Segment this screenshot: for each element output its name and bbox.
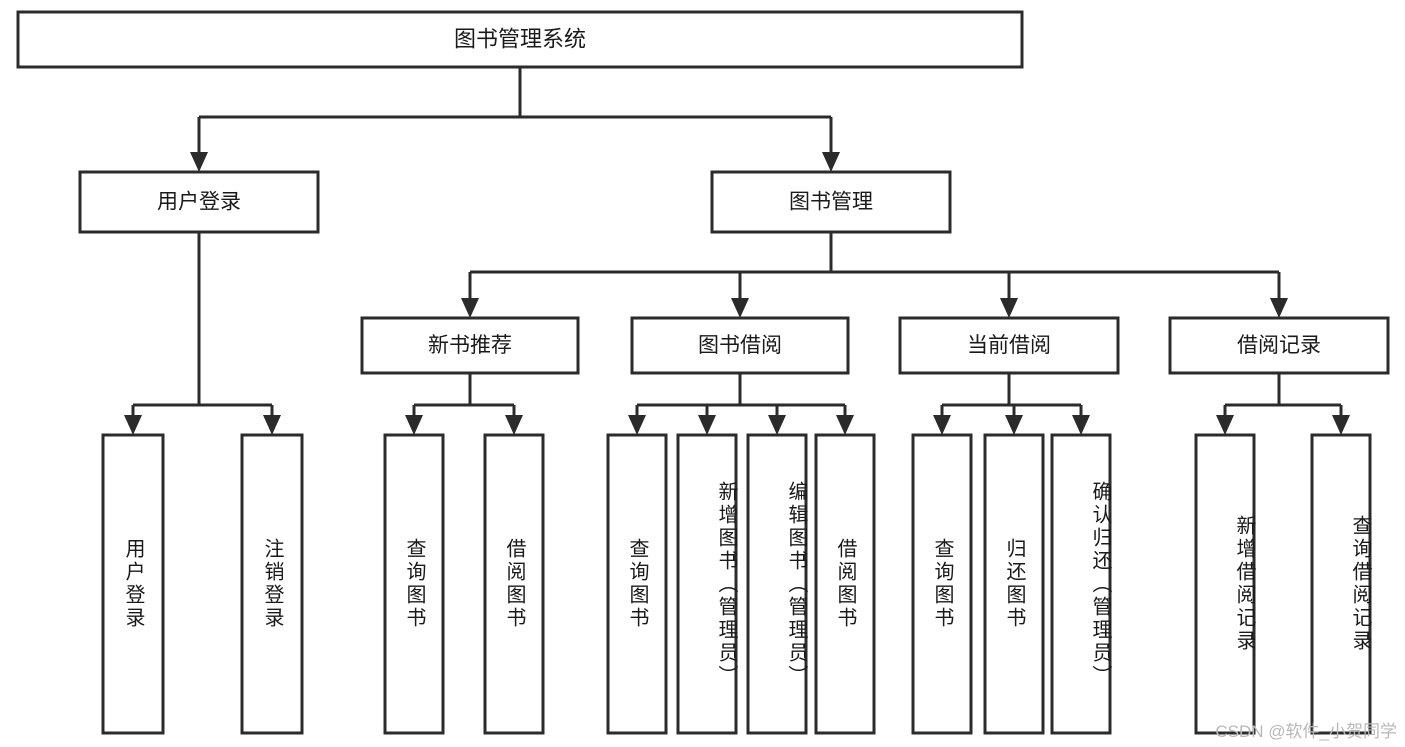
node-leaf-10[interactable] [1050, 433, 1112, 735]
leaf-branch-head [933, 415, 951, 435]
leaf-branch-head [263, 415, 281, 435]
node-label: 图书借阅 [698, 334, 782, 357]
node-rect [360, 316, 580, 375]
node-leaf-4[interactable] [606, 433, 668, 735]
node-rect [898, 316, 1120, 375]
node-leaf-1[interactable] [240, 433, 304, 735]
node-leaf-0[interactable] [101, 433, 165, 735]
node-rect [78, 170, 320, 234]
node-level2-1[interactable]: 图书管理 [710, 170, 952, 234]
root-branch-head [822, 152, 840, 172]
manage-branch-head [1000, 298, 1018, 318]
node-level2-0[interactable]: 用户登录 [78, 170, 320, 234]
node-leaf-8[interactable] [911, 433, 973, 735]
node-rect [16, 10, 1024, 69]
leaf-branch-head [124, 415, 142, 435]
node-level3-2[interactable]: 当前借阅 [898, 316, 1120, 375]
leaf-branch-head [836, 415, 854, 435]
node-label: 借阅记录 [1237, 334, 1321, 357]
node-rect [630, 316, 850, 375]
node-leaf-5[interactable] [676, 433, 738, 735]
node-label: 用户登录 [157, 191, 241, 214]
node-level3-0[interactable]: 新书推荐 [360, 316, 580, 375]
leaf-branch-head [768, 415, 786, 435]
node-leaf-6[interactable] [746, 433, 808, 735]
leaf-branch-head [628, 415, 646, 435]
node-root[interactable]: 图书管理系统 [16, 10, 1024, 69]
watermark-text: CSDN @软件_小贺同学 [1215, 722, 1397, 741]
leaf-branch-head [1216, 415, 1234, 435]
node-label: 当前借阅 [967, 334, 1051, 357]
node-rect [1168, 316, 1390, 375]
node-leaf-11[interactable] [1194, 433, 1256, 735]
leaf-branch-head [1005, 415, 1023, 435]
leaf-branch-head [1332, 415, 1350, 435]
node-level3-3[interactable]: 借阅记录 [1168, 316, 1390, 375]
leaf-branch-head [698, 415, 716, 435]
node-leaf-12[interactable] [1310, 433, 1372, 735]
node-leaf-9[interactable] [983, 433, 1045, 735]
leaf-branch-head [505, 415, 523, 435]
node-rect [710, 170, 952, 234]
connector-layer [124, 67, 1350, 435]
root-branch-head [190, 152, 208, 172]
node-label: 新书推荐 [428, 334, 512, 357]
node-label: 图书管理系统 [454, 26, 586, 51]
node-leaf-3[interactable] [483, 433, 545, 735]
manage-branch-head [1270, 298, 1288, 318]
leaf-branch-head [1072, 415, 1090, 435]
node-leaf-7[interactable] [814, 433, 876, 735]
node-label: 图书管理 [789, 191, 873, 214]
node-leaf-2[interactable] [383, 433, 445, 735]
manage-branch-head [731, 298, 749, 318]
node-level3-1[interactable]: 图书借阅 [630, 316, 850, 375]
leaf-branch-head [405, 415, 423, 435]
manage-branch-head [461, 298, 479, 318]
